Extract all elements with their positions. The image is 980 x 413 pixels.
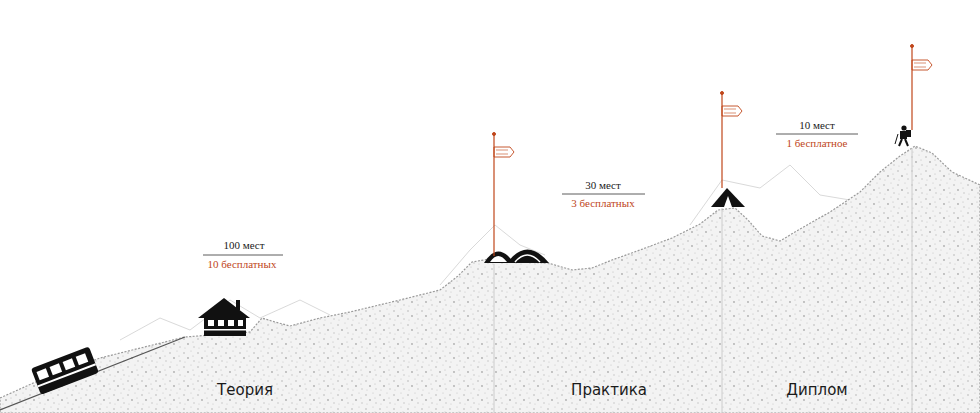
stage-divider — [722, 208, 723, 413]
flag — [911, 45, 933, 131]
house-icon — [198, 298, 250, 336]
stage-name: Теория — [217, 381, 273, 399]
free-seat-count: 10 бесплатных — [208, 258, 277, 271]
climber-icon — [895, 125, 911, 146]
stage-name: Диплом — [786, 381, 847, 399]
free-seat-count: 3 бесплатных — [571, 197, 634, 210]
stage-name: Практика — [571, 381, 647, 399]
stage-divider — [912, 148, 913, 413]
funicular-train — [31, 346, 99, 394]
stage-divider — [494, 264, 495, 413]
fraction-rule — [562, 194, 645, 195]
flag — [493, 133, 515, 257]
seat-count: 100 мест — [223, 239, 264, 252]
seat-count: 30 мест — [585, 179, 621, 192]
free-seat-count: 1 бесплатное — [787, 137, 848, 150]
fraction-rule — [203, 255, 283, 256]
mountain-profile — [0, 146, 980, 413]
seat-count: 10 мест — [799, 119, 835, 132]
tent-icon — [711, 188, 745, 207]
flag — [721, 92, 743, 189]
rail — [0, 337, 185, 410]
fraction-rule — [776, 134, 858, 135]
